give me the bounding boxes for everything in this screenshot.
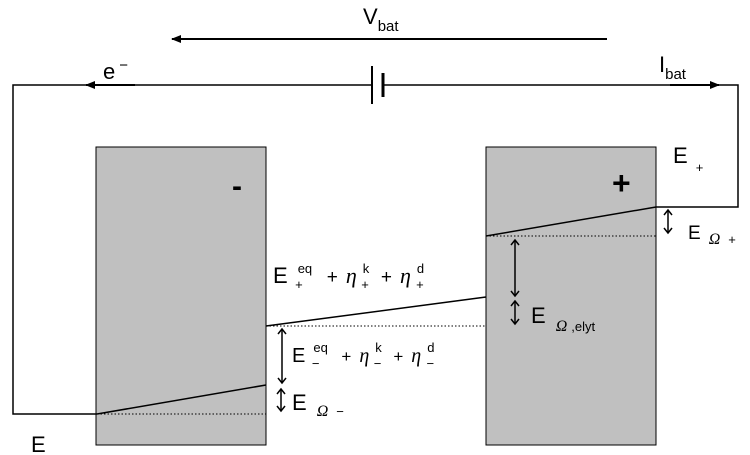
- electron-label: e−: [103, 57, 128, 84]
- pos-eq-arrow: [510, 238, 520, 298]
- positive-electrode-sign: +: [612, 165, 631, 201]
- external-circuit-left: [12, 84, 372, 415]
- e-bottom-label: E: [31, 432, 46, 455]
- v-bat-label: Vbat: [363, 4, 399, 35]
- negative-electrode: [95, 146, 267, 446]
- e-omega-minus-arrow: [276, 387, 286, 413]
- neg-eq-arrow: [277, 327, 287, 385]
- electrolyte-potential-line: [265, 296, 487, 327]
- external-circuit-right: [383, 84, 739, 208]
- negative-electrode-sign: -: [232, 170, 242, 203]
- pos-electrode-potential-line: [485, 206, 657, 237]
- neg-electrode-potential-line: [96, 384, 267, 415]
- e-plus-label: E+: [673, 143, 703, 175]
- e-omega-elyt-arrow: [510, 299, 520, 326]
- e-omega-plus-arrow: [663, 208, 673, 235]
- i-bat-label: Ibat: [659, 52, 687, 83]
